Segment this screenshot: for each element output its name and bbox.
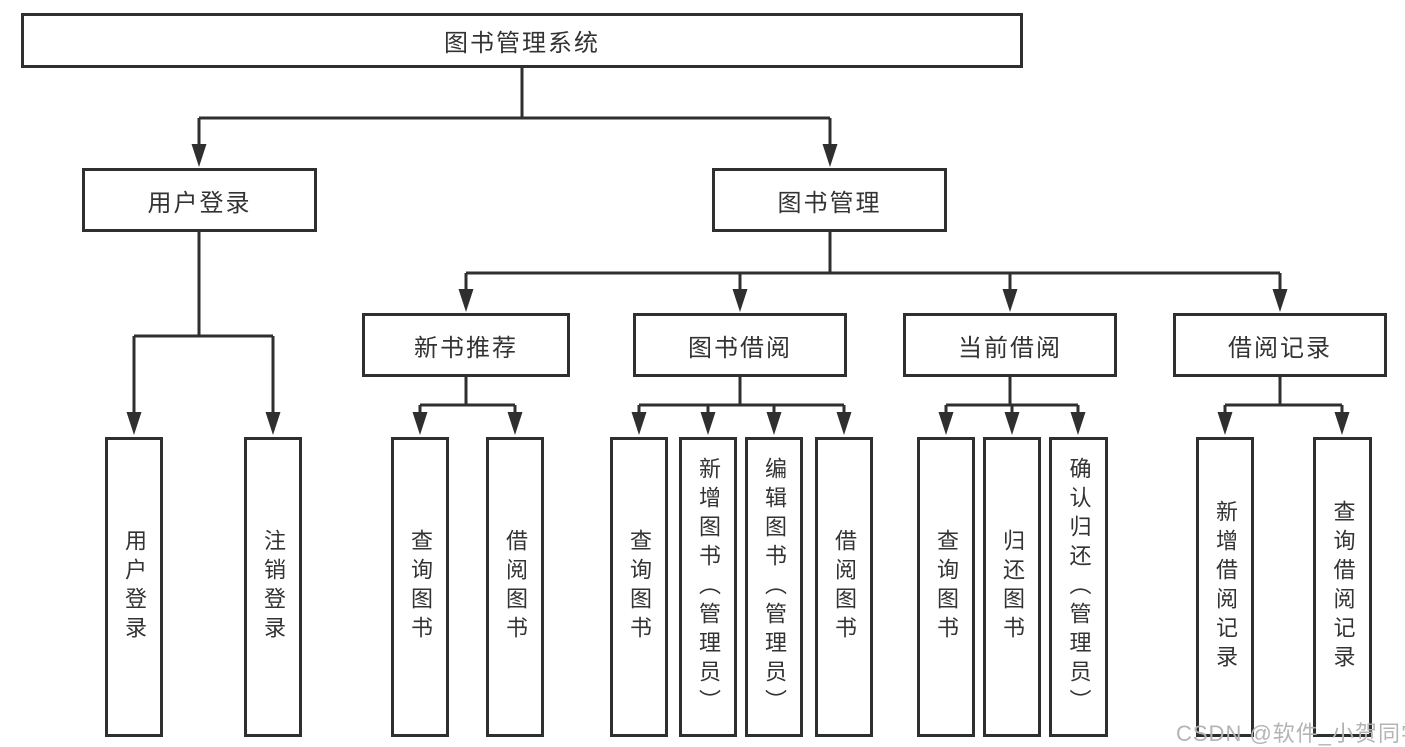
watermark: CSDN @软件_小贺同学: [1176, 721, 1405, 746]
leaf-borrow-books-recommend: 借阅图书: [486, 437, 544, 737]
node-label: 归还图书: [1000, 529, 1025, 645]
node-label: 编辑图书（管理员）: [762, 456, 787, 718]
node-label: 用户登录: [147, 189, 252, 217]
node-label: 借阅图书: [503, 529, 528, 645]
node-label: 借阅记录: [1228, 334, 1332, 362]
leaf-confirm-return-admin: 确认归还（管理员）: [1049, 437, 1108, 737]
node-label: 新书推荐: [414, 334, 518, 362]
leaf-borrow-books-borrowing: 借阅图书: [815, 437, 873, 737]
arrow-down-icons: [126, 144, 1350, 435]
node-label: 用户登录: [122, 529, 147, 645]
node-label: 新增图书（管理员）: [696, 456, 721, 718]
leaf-return-books: 归还图书: [983, 437, 1041, 737]
leaf-logout: 注销登录: [244, 437, 302, 737]
node-label: 借阅图书: [832, 529, 857, 645]
node-user-login: 用户登录: [82, 168, 317, 232]
node-label: 查询借阅记录: [1330, 500, 1356, 674]
leaf-query-books-current: 查询图书: [917, 437, 975, 737]
node-label: 确认归还（管理员）: [1066, 456, 1092, 718]
node-library-management-system: 图书管理系统: [21, 13, 1023, 68]
leaf-edit-book-admin: 编辑图书（管理员）: [745, 437, 803, 737]
node-current-borrowing: 当前借阅: [903, 313, 1117, 377]
node-borrowing-records: 借阅记录: [1173, 313, 1387, 377]
connector-path: [132, 68, 1344, 414]
leaf-query-books-recommend: 查询图书: [391, 437, 449, 737]
node-label: 查询图书: [627, 529, 652, 645]
leaf-query-borrow-record: 查询借阅记录: [1313, 437, 1372, 737]
node-new-book-recommendation: 新书推荐: [362, 313, 570, 377]
node-label: 图书借阅: [688, 334, 792, 362]
node-label: 新增借阅记录: [1213, 500, 1238, 674]
leaf-add-borrow-record: 新增借阅记录: [1196, 437, 1254, 737]
node-label: 注销登录: [261, 529, 286, 645]
leaf-add-book-admin: 新增图书（管理员）: [679, 437, 737, 737]
node-label: 图书管理系统: [444, 30, 600, 57]
node-label: 图书管理: [777, 189, 882, 217]
node-book-borrowing: 图书借阅: [633, 313, 847, 377]
node-book-management: 图书管理: [712, 168, 947, 232]
node-label: 查询图书: [408, 529, 433, 645]
node-label: 查询图书: [934, 529, 959, 645]
leaf-user-login: 用户登录: [105, 437, 163, 737]
node-label: 当前借阅: [958, 334, 1062, 362]
leaf-query-books-borrowing: 查询图书: [610, 437, 668, 737]
